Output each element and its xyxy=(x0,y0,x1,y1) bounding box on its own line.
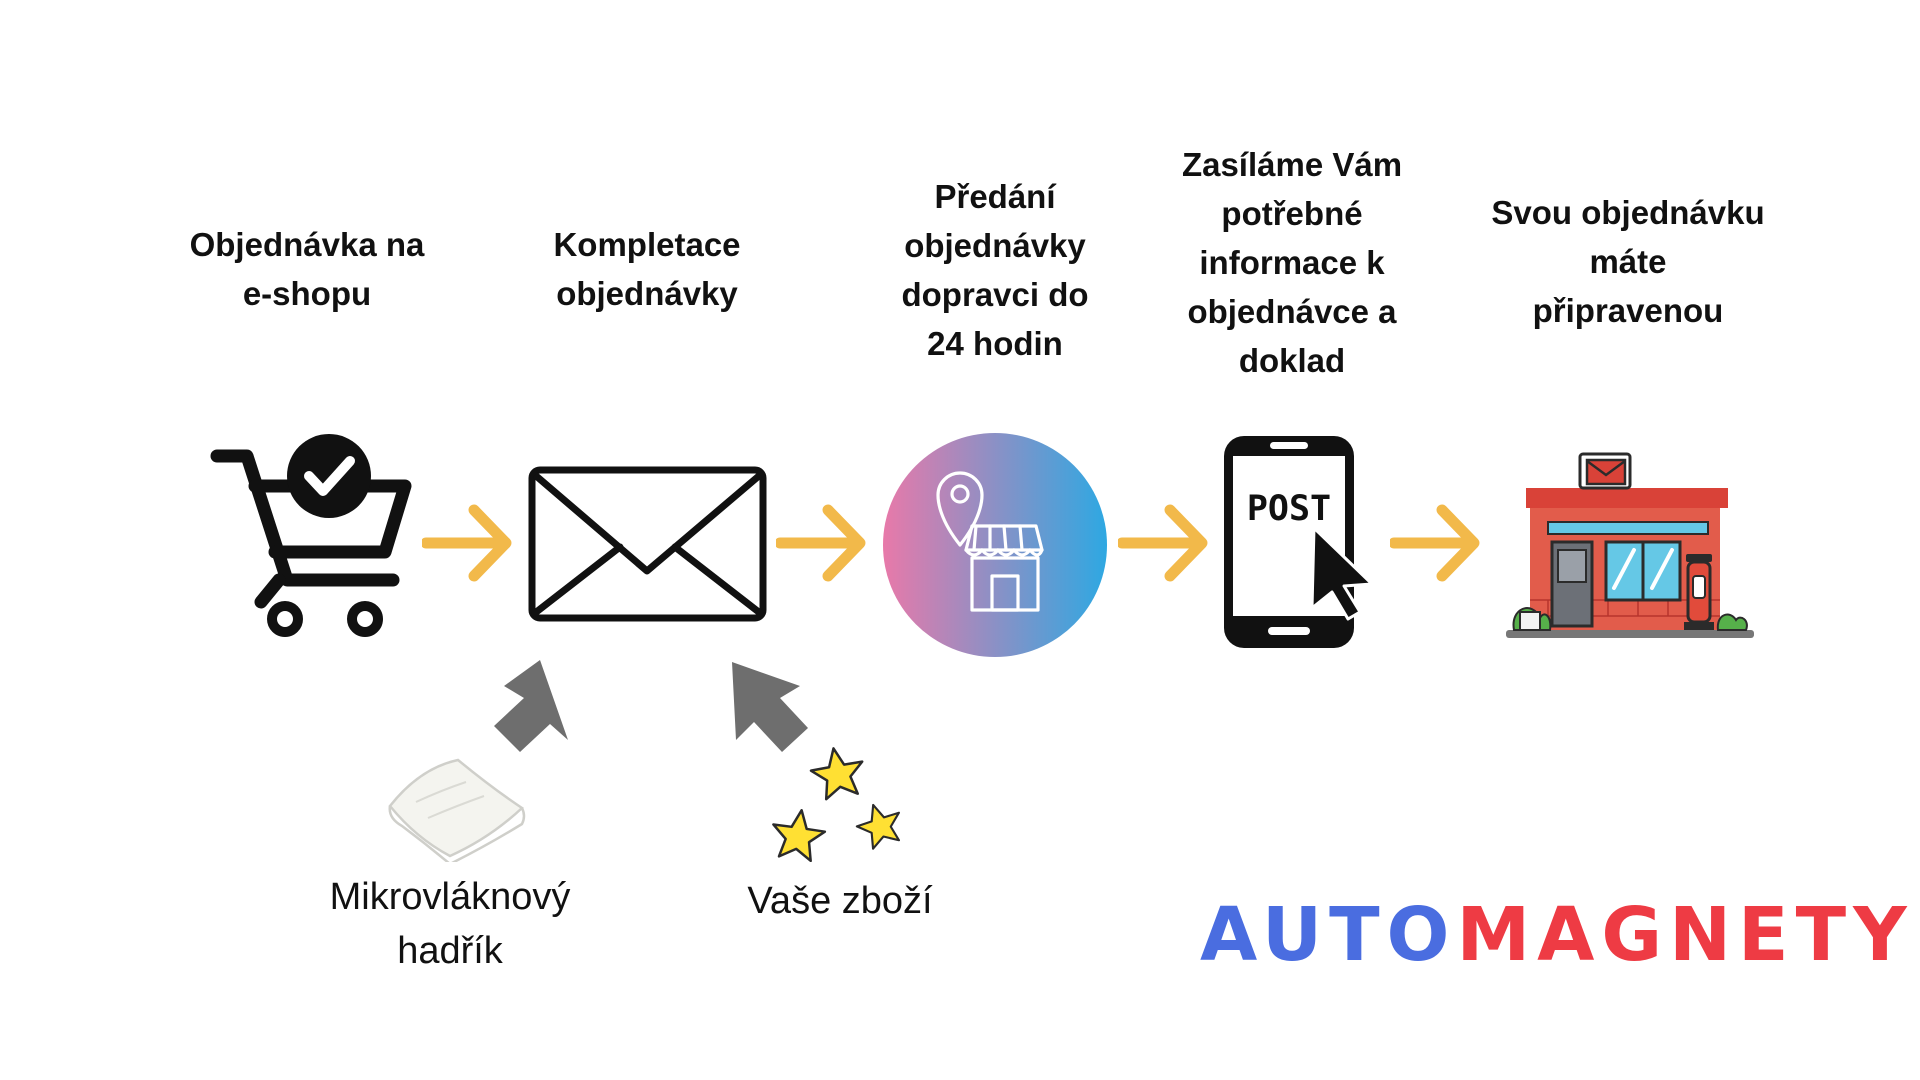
star-icon xyxy=(808,744,868,801)
shopping-cart-check-icon xyxy=(210,434,412,637)
microfiber-cloth-icon xyxy=(388,758,526,862)
flow-arrow-3 xyxy=(1118,504,1208,582)
post-office-building-icon xyxy=(1506,452,1754,638)
input-arrow-cloth xyxy=(494,660,568,752)
cursor-icon xyxy=(1310,526,1374,621)
brand-logo-part-auto: AUTO xyxy=(1200,892,1457,978)
step-1-title: Objednávka na e-shopu xyxy=(189,226,425,312)
envelope-icon xyxy=(528,466,767,622)
input-label-cloth: Mikrovláknový hadřík xyxy=(329,876,571,972)
input-label-goods: Vaše zboží xyxy=(747,880,933,922)
step-4-title: Zasíláme Vám potřebné informace k objedn… xyxy=(1181,146,1403,379)
stars-goods-icon xyxy=(760,740,920,880)
step-5-title: Svou objednávku máte připravenou xyxy=(1491,194,1765,329)
flow-arrow-2 xyxy=(776,504,866,582)
brand-logo: AUTOMAGNETY xyxy=(1200,880,1907,990)
step-3-title: Předání objednávky dopravci do 24 hodin xyxy=(901,178,1089,362)
star-icon xyxy=(852,798,907,851)
phone-screen-text: POST xyxy=(1246,489,1332,529)
input-arrow-goods xyxy=(732,662,808,752)
brand-logo-part-magnety: MAGNETY xyxy=(1456,892,1914,978)
step-2-title: Kompletace objednávky xyxy=(553,226,741,312)
delivery-location-store-icon xyxy=(883,433,1107,657)
star-icon xyxy=(769,807,827,863)
flow-arrow-4 xyxy=(1390,504,1480,582)
flow-arrow-1 xyxy=(422,504,512,582)
phone-post-icon xyxy=(1224,436,1374,648)
